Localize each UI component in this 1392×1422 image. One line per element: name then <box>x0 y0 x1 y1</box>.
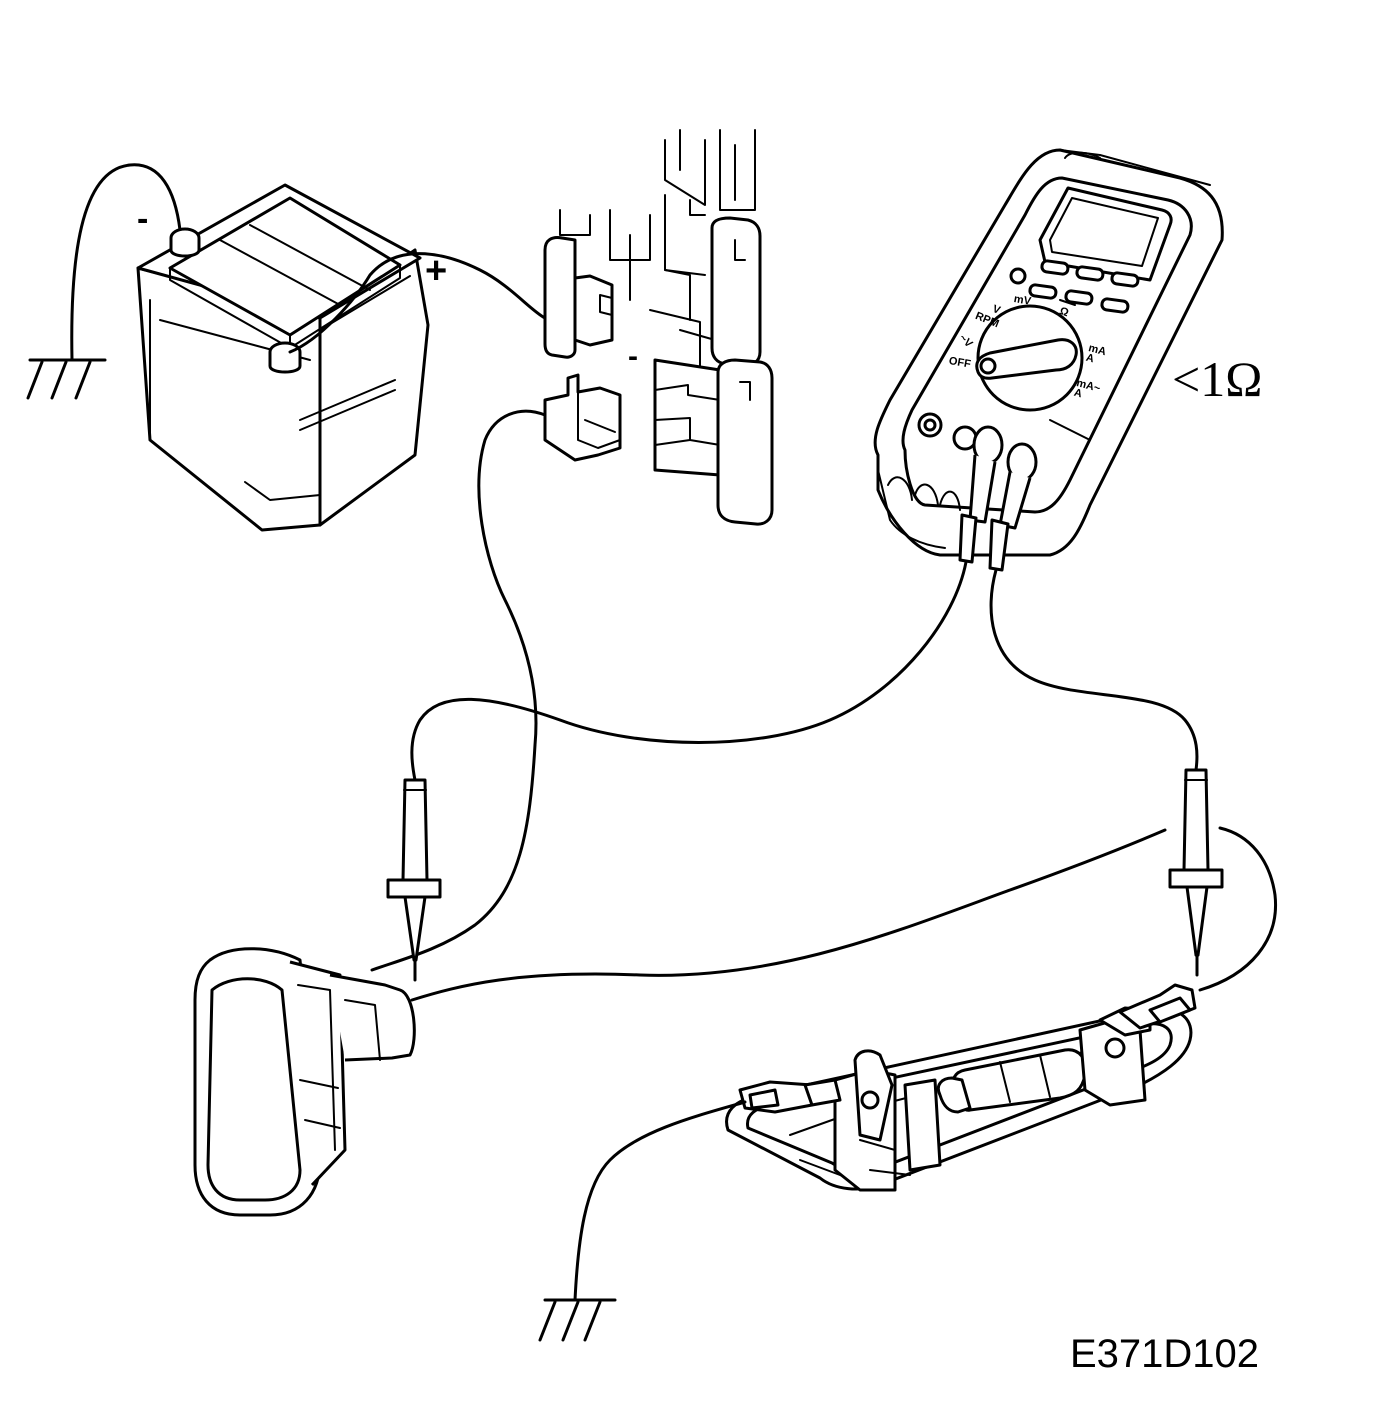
dial-label-ma-a-ac: mA~ A <box>1072 377 1102 401</box>
figure-code: E371D102 <box>1070 1332 1260 1376</box>
meter-reading-label: <1Ω <box>1172 351 1263 407</box>
battery <box>136 183 430 532</box>
rocker-switch <box>193 947 416 1217</box>
multimeter <box>873 148 1224 572</box>
fuse-minus-label: - <box>628 340 638 373</box>
meter-lead-right <box>989 568 1199 772</box>
probe-left <box>386 778 442 982</box>
fuse-box <box>543 129 774 526</box>
probe-right <box>1168 768 1224 977</box>
battery-negative-label: - <box>137 200 149 238</box>
meter-lead-left <box>410 560 968 782</box>
lamp-assembly <box>725 983 1197 1192</box>
battery-positive-label: + <box>425 250 448 292</box>
switch-to-lamp-wire <box>410 828 1167 1002</box>
ground-symbol-left <box>26 163 182 400</box>
fuse-feed-wire <box>370 409 547 972</box>
lamp-ground-wire <box>573 1100 747 1302</box>
lamp-feed-wire <box>1198 826 1278 992</box>
battery-positive-wire <box>288 252 547 354</box>
ground-symbol-bottom <box>538 1298 617 1342</box>
